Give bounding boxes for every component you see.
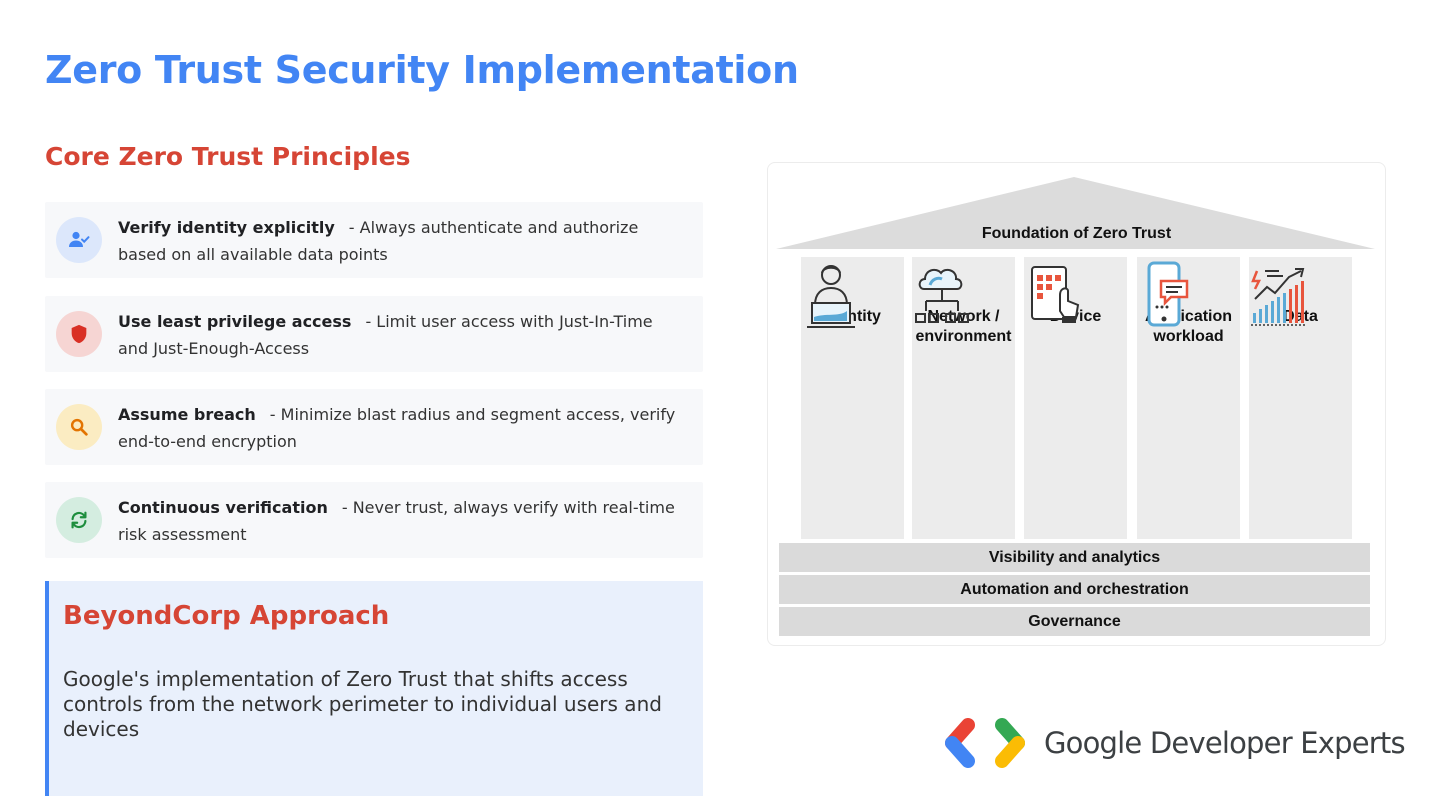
principle-text: Use least privilege access- Limit user a…: [118, 308, 683, 362]
beyondcorp-body: Google's implementation of Zero Trust th…: [63, 667, 662, 741]
pillar-data: Data: [1249, 257, 1352, 539]
band-automation: Automation and orchestration: [779, 575, 1370, 604]
principle-name: Verify identity explicitly: [118, 218, 335, 237]
zero-trust-diagram: Foundation of Zero Trust Identity Networ…: [767, 162, 1386, 646]
gde-brand-text: Google Developer Experts: [1044, 726, 1406, 760]
bar-chart-icon: [1251, 268, 1307, 326]
principle-text: Verify identity explicitly- Always authe…: [118, 214, 683, 268]
band-governance: Governance: [779, 607, 1370, 636]
pillar-application: Application workload: [1137, 257, 1240, 539]
principle-text: Assume breach- Minimize blast radius and…: [118, 401, 683, 455]
band-visibility: Visibility and analytics: [779, 543, 1370, 572]
search-icon: [56, 404, 102, 450]
tablet-touch-icon: [1031, 266, 1080, 323]
principle-name: Assume breach: [118, 405, 256, 424]
pillar-identity: Identity: [801, 257, 904, 539]
principle-desc: - Never trust, always verify with real-t…: [118, 498, 675, 544]
refresh-icon: [56, 497, 102, 543]
principle-text: Continuous verification- Never trust, al…: [118, 494, 683, 548]
principle-card: Continuous verification- Never trust, al…: [45, 482, 703, 558]
principle-card: Verify identity explicitly- Always authe…: [45, 202, 703, 278]
principle-card: Use least privilege access- Limit user a…: [45, 296, 703, 372]
cloud-network-icon: [915, 268, 969, 323]
roof-label: Foundation of Zero Trust: [981, 225, 1172, 242]
pillar-device: Device: [1024, 257, 1127, 539]
principle-name: Use least privilege access: [118, 312, 352, 331]
gde-logo-icon: [945, 718, 1025, 768]
page-title: Zero Trust Security Implementation: [45, 48, 799, 92]
beyondcorp-callout: BeyondCorp Approach Google's implementat…: [45, 581, 703, 796]
person-laptop-icon: [807, 265, 855, 328]
principle-desc: - Minimize blast radius and segment acce…: [118, 405, 676, 451]
phone-chat-icon: [1147, 261, 1189, 327]
diagram-roof: [776, 177, 1375, 249]
user-check-icon: [56, 217, 102, 263]
principle-name: Continuous verification: [118, 498, 328, 517]
shield-icon: [56, 311, 102, 357]
principle-desc: - Limit user access with Just-In-Time an…: [118, 312, 653, 358]
section-title: Core Zero Trust Principles: [45, 142, 411, 171]
principle-desc: - Always authenticate and authorize base…: [118, 218, 639, 264]
pillar-network: Network / environment: [912, 257, 1015, 539]
gde-brand: Google Developer Experts: [938, 715, 1406, 771]
beyondcorp-title: BeyondCorp Approach: [63, 601, 390, 631]
principle-card: Assume breach- Minimize blast radius and…: [45, 389, 703, 465]
